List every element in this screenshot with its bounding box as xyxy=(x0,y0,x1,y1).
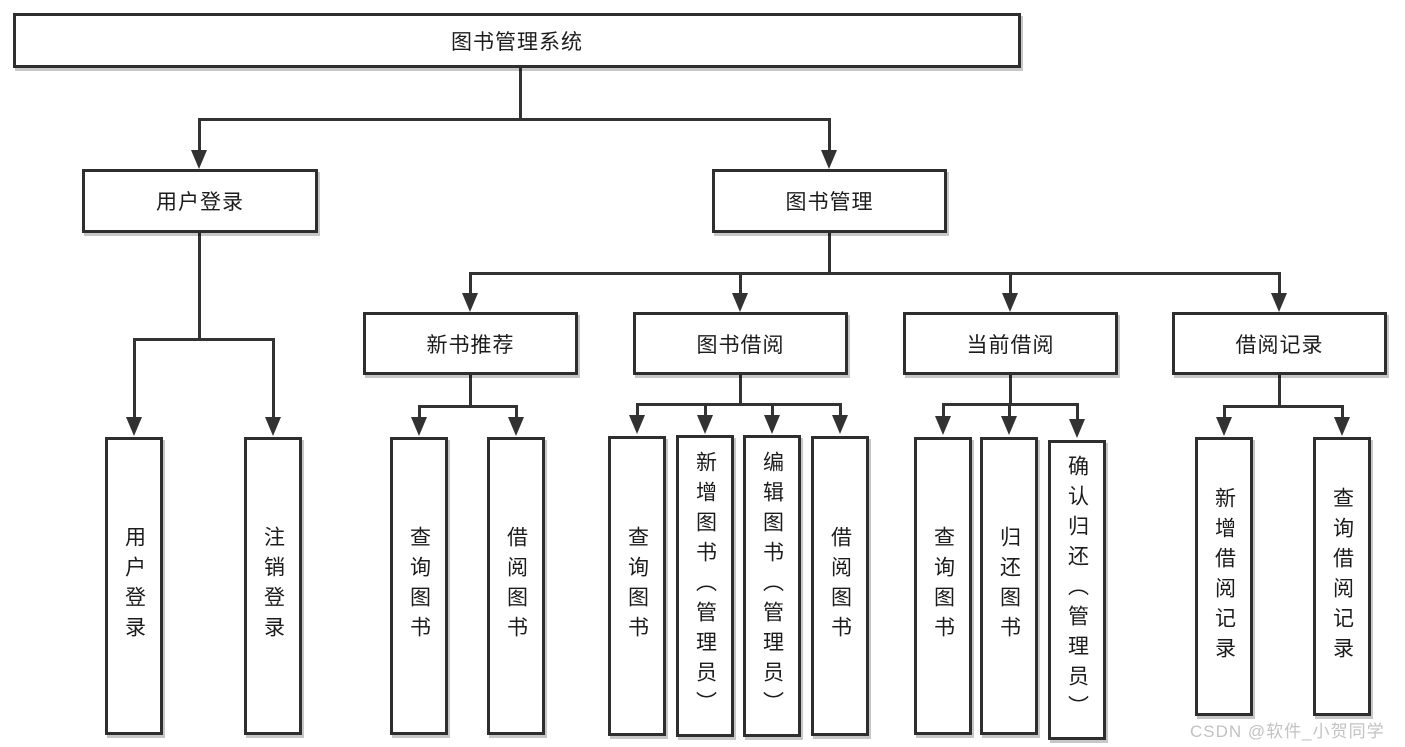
node-label: 当前借阅 xyxy=(966,333,1055,357)
connector-line xyxy=(1223,405,1226,418)
connector-line xyxy=(1341,405,1344,418)
connector-line xyxy=(771,403,774,416)
node-label: 归还图书 xyxy=(997,526,1021,646)
connector-line xyxy=(942,403,945,416)
node-label: 图书管理系统 xyxy=(451,30,583,54)
arrow-down-icon xyxy=(821,150,837,169)
node-root-system: 图书管理系统 xyxy=(13,13,1021,68)
node-user-login: 用户登录 xyxy=(82,169,318,233)
leaf-add-borrow-record: 新增借阅记录 xyxy=(1195,437,1253,716)
arrow-down-icon xyxy=(191,150,207,169)
arrow-down-icon xyxy=(935,416,951,435)
connector-line xyxy=(198,118,831,121)
connector-line xyxy=(469,272,1281,275)
arrow-down-icon xyxy=(126,417,142,436)
arrow-down-icon xyxy=(1334,417,1350,436)
arrow-down-icon xyxy=(1001,416,1017,435)
leaf-query-books-2: 查询图书 xyxy=(608,436,666,736)
node-label: 借阅图书 xyxy=(504,526,528,646)
node-label: 图书管理 xyxy=(785,191,874,214)
node-label: 查询图书 xyxy=(625,526,649,646)
connector-line xyxy=(828,233,831,272)
leaf-add-books-admin: 新增图书（管理员） xyxy=(676,435,734,737)
connector-line xyxy=(133,338,136,418)
node-label: 新书推荐 xyxy=(426,333,515,357)
arrow-down-icon xyxy=(462,293,478,312)
connector-line xyxy=(1223,405,1344,408)
leaf-borrow-books-1: 借阅图书 xyxy=(487,437,545,735)
leaf-query-books-1: 查询图书 xyxy=(390,437,448,735)
connector-line xyxy=(198,233,201,338)
arrow-down-icon xyxy=(629,415,645,434)
connector-line xyxy=(133,338,274,341)
leaf-confirm-return-admin: 确认归还（管理员） xyxy=(1048,440,1106,740)
node-borrowing-records: 借阅记录 xyxy=(1172,312,1387,375)
arrow-down-icon xyxy=(1271,293,1287,312)
connector-line xyxy=(1009,375,1012,403)
connector-line xyxy=(469,375,472,405)
connector-line xyxy=(1278,375,1281,405)
node-book-management: 图书管理 xyxy=(712,169,947,233)
connector-line xyxy=(1278,272,1281,294)
node-label: 确认归还（管理员） xyxy=(1065,455,1089,725)
leaf-return-books: 归还图书 xyxy=(980,437,1038,735)
node-book-borrowing: 图书借阅 xyxy=(633,312,848,375)
connector-line xyxy=(739,272,742,294)
arrow-down-icon xyxy=(732,293,748,312)
node-label: 注销登录 xyxy=(261,526,285,646)
leaf-edit-books-admin: 编辑图书（管理员） xyxy=(743,435,801,737)
arrow-down-icon xyxy=(411,417,427,436)
connector-line xyxy=(519,68,522,118)
leaf-query-books-3: 查询图书 xyxy=(914,437,972,735)
connector-line xyxy=(272,338,275,418)
connector-line xyxy=(418,405,517,408)
leaf-query-borrow-record: 查询借阅记录 xyxy=(1313,437,1371,716)
node-label: 图书借阅 xyxy=(696,333,785,357)
connector-line xyxy=(636,403,842,406)
connector-line xyxy=(198,118,201,151)
node-new-book-recommend: 新书推荐 xyxy=(363,312,578,375)
connector-line xyxy=(1076,403,1079,419)
connector-line xyxy=(704,403,707,416)
connector-line xyxy=(469,272,472,294)
connector-line xyxy=(739,375,742,403)
connector-line xyxy=(636,403,639,416)
node-label: 编辑图书（管理员） xyxy=(760,451,784,721)
connector-line xyxy=(839,403,842,416)
node-label: 新增图书（管理员） xyxy=(693,451,717,721)
node-label: 查询借阅记录 xyxy=(1330,486,1354,667)
node-current-borrowing: 当前借阅 xyxy=(903,312,1118,375)
connector-line xyxy=(515,405,518,418)
connector-line xyxy=(418,405,421,418)
node-label: 借阅图书 xyxy=(828,526,852,646)
csdn-watermark: CSDN @软件_小贺同学 xyxy=(1190,722,1385,741)
leaf-logout: 注销登录 xyxy=(244,437,302,735)
arrow-down-icon xyxy=(697,415,713,434)
arrow-down-icon xyxy=(1069,419,1085,438)
connector-line xyxy=(1008,403,1011,416)
arrow-down-icon xyxy=(508,417,524,436)
node-label: 查询图书 xyxy=(407,526,431,646)
node-label: 用户登录 xyxy=(122,526,146,646)
arrow-down-icon xyxy=(764,415,780,434)
node-label: 查询图书 xyxy=(931,526,955,646)
leaf-user-login: 用户登录 xyxy=(105,437,163,735)
leaf-borrow-books-2: 借阅图书 xyxy=(811,436,869,736)
arrow-down-icon xyxy=(832,415,848,434)
connector-line xyxy=(1009,272,1012,294)
node-label: 借阅记录 xyxy=(1235,333,1324,357)
arrow-down-icon xyxy=(1216,417,1232,436)
node-label: 用户登录 xyxy=(156,191,244,214)
arrow-down-icon xyxy=(1002,293,1018,312)
node-label: 新增借阅记录 xyxy=(1212,486,1236,667)
arrow-down-icon xyxy=(265,417,281,436)
connector-line xyxy=(828,118,831,151)
